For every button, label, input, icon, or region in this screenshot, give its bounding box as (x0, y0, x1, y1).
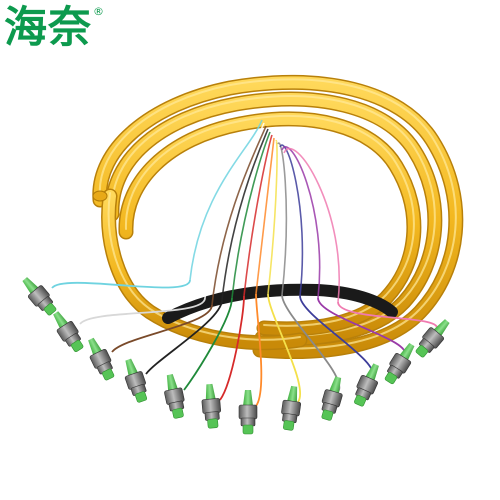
fiber-strand-upper (204, 122, 265, 299)
connector-boot (399, 342, 415, 361)
fiber-strand-upper (243, 134, 273, 297)
fiber-strand (79, 297, 206, 325)
fc-connector (53, 311, 84, 352)
cable-loop-highlight (124, 115, 415, 327)
fc-connector (22, 277, 57, 316)
connector-dust-cap (43, 303, 57, 316)
colored-fiber-strands (51, 119, 438, 407)
brand-logo: 海奈 ® (4, 2, 104, 54)
fiber-strand (183, 297, 233, 391)
connector-boot (205, 383, 216, 401)
fc-connector (164, 374, 185, 419)
fiber-strand (267, 293, 301, 403)
connector-boot (125, 358, 139, 377)
connector-boot (88, 337, 103, 356)
fiber-strand (51, 279, 191, 289)
cable-loop-highlight (98, 78, 457, 350)
fiber-strand-upper (211, 125, 267, 306)
cable-loop-highlight (107, 192, 301, 341)
brand-name: 海奈 (4, 3, 92, 53)
fiber-strand (111, 304, 213, 353)
connector-dust-cap (354, 394, 367, 407)
fc-connector (415, 319, 450, 358)
fiber-strand-upper (221, 128, 269, 301)
connector-boot (365, 363, 379, 382)
fc-connector (238, 390, 258, 435)
connector-nut (238, 404, 258, 420)
cable-loop (93, 76, 462, 358)
cable-loop (119, 113, 420, 335)
fiber-strand-upper (281, 146, 321, 299)
connector-dust-cap (321, 409, 334, 421)
fiber-strand-upper (277, 142, 288, 296)
fc-apc-connectors (22, 277, 450, 435)
connector-dust-cap (242, 424, 254, 435)
fiber-strand-upper (231, 131, 271, 299)
fc-connector (321, 376, 343, 421)
fiber-strand (337, 301, 438, 331)
fc-connector (201, 383, 222, 429)
connector-boot (243, 390, 253, 406)
registered-trademark-mark: ® (93, 5, 104, 18)
connector-dust-cap (207, 418, 219, 429)
connector-dust-cap (135, 391, 148, 403)
fiber-strand-upper (279, 144, 304, 297)
connector-dust-cap (415, 345, 429, 358)
fiber-strand (145, 299, 223, 375)
fiber-strand-upper (255, 137, 275, 295)
fiber-strand-upper (283, 147, 340, 303)
connector-dust-cap (70, 339, 84, 352)
connector-boot (286, 385, 298, 403)
fc-connector (281, 385, 302, 431)
fc-connector (88, 337, 115, 381)
connector-dust-cap (172, 407, 184, 419)
connector-boot (329, 376, 342, 394)
connector-dust-cap (283, 420, 295, 431)
fc-connector (384, 342, 415, 385)
fiber-strand (219, 295, 245, 401)
cable-cut-end (92, 190, 108, 202)
fiber-strand (255, 293, 263, 407)
connector-dust-cap (102, 368, 115, 381)
fiber-strand-upper (267, 140, 278, 295)
cable-loop (105, 93, 441, 345)
connector-boot (166, 374, 178, 392)
fc-connector (124, 358, 148, 403)
fiber-strand-upper (189, 119, 263, 281)
connector-dust-cap (384, 372, 398, 385)
fc-connector (354, 363, 379, 407)
